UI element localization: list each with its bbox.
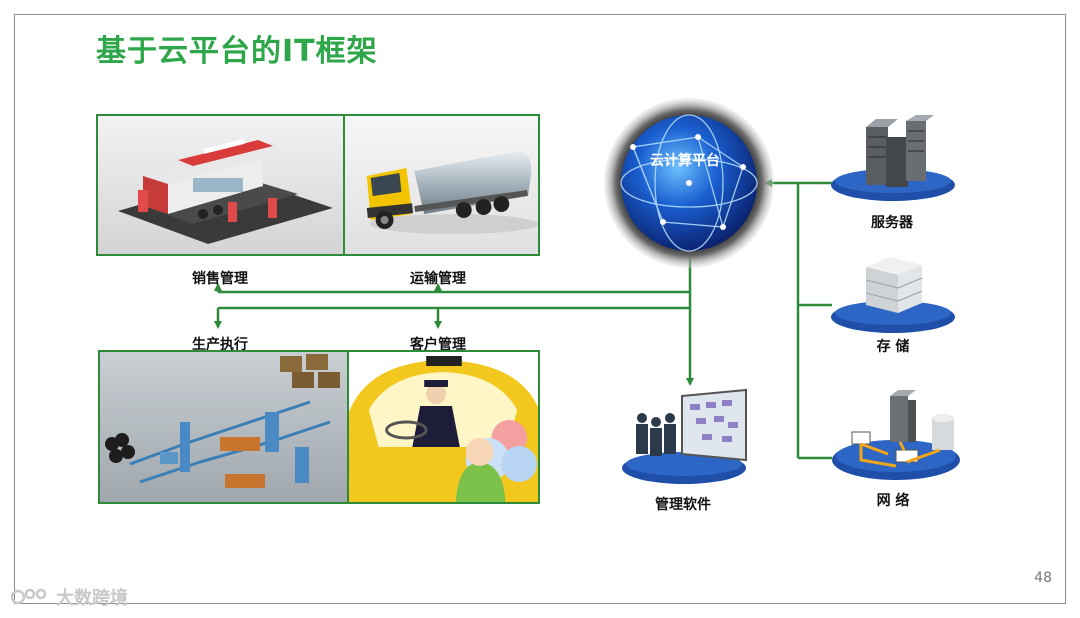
server-label: 服务器 (871, 212, 913, 232)
page-title: 基于云平台的IT框架 (96, 26, 378, 70)
storage-icon (828, 253, 958, 335)
watermark-logo-icon (10, 586, 50, 608)
network-icon (828, 388, 968, 484)
bottom-image-panel (98, 350, 540, 504)
management-software-icon (618, 388, 750, 488)
storage-label: 存 储 (877, 336, 910, 356)
production-line-illustration (100, 352, 347, 502)
page-number: 48 (1034, 570, 1052, 586)
network-label: 网 络 (877, 490, 910, 510)
watermark-text: 大数跨境 (56, 584, 128, 610)
tanker-truck-illustration (345, 116, 538, 254)
watermark: 大数跨境 (10, 584, 128, 610)
top-image-panel (96, 114, 540, 256)
cloud-platform-globe-icon (603, 97, 775, 269)
server-icon (828, 113, 958, 203)
cloud-platform-label: 云计算平台 (650, 150, 720, 170)
gas-station-illustration (98, 116, 343, 254)
sales-management-label: 销售管理 (192, 268, 248, 288)
management-software-label: 管理软件 (655, 494, 711, 514)
transport-management-label: 运输管理 (410, 268, 466, 288)
taxi-driver-illustration (349, 352, 538, 502)
